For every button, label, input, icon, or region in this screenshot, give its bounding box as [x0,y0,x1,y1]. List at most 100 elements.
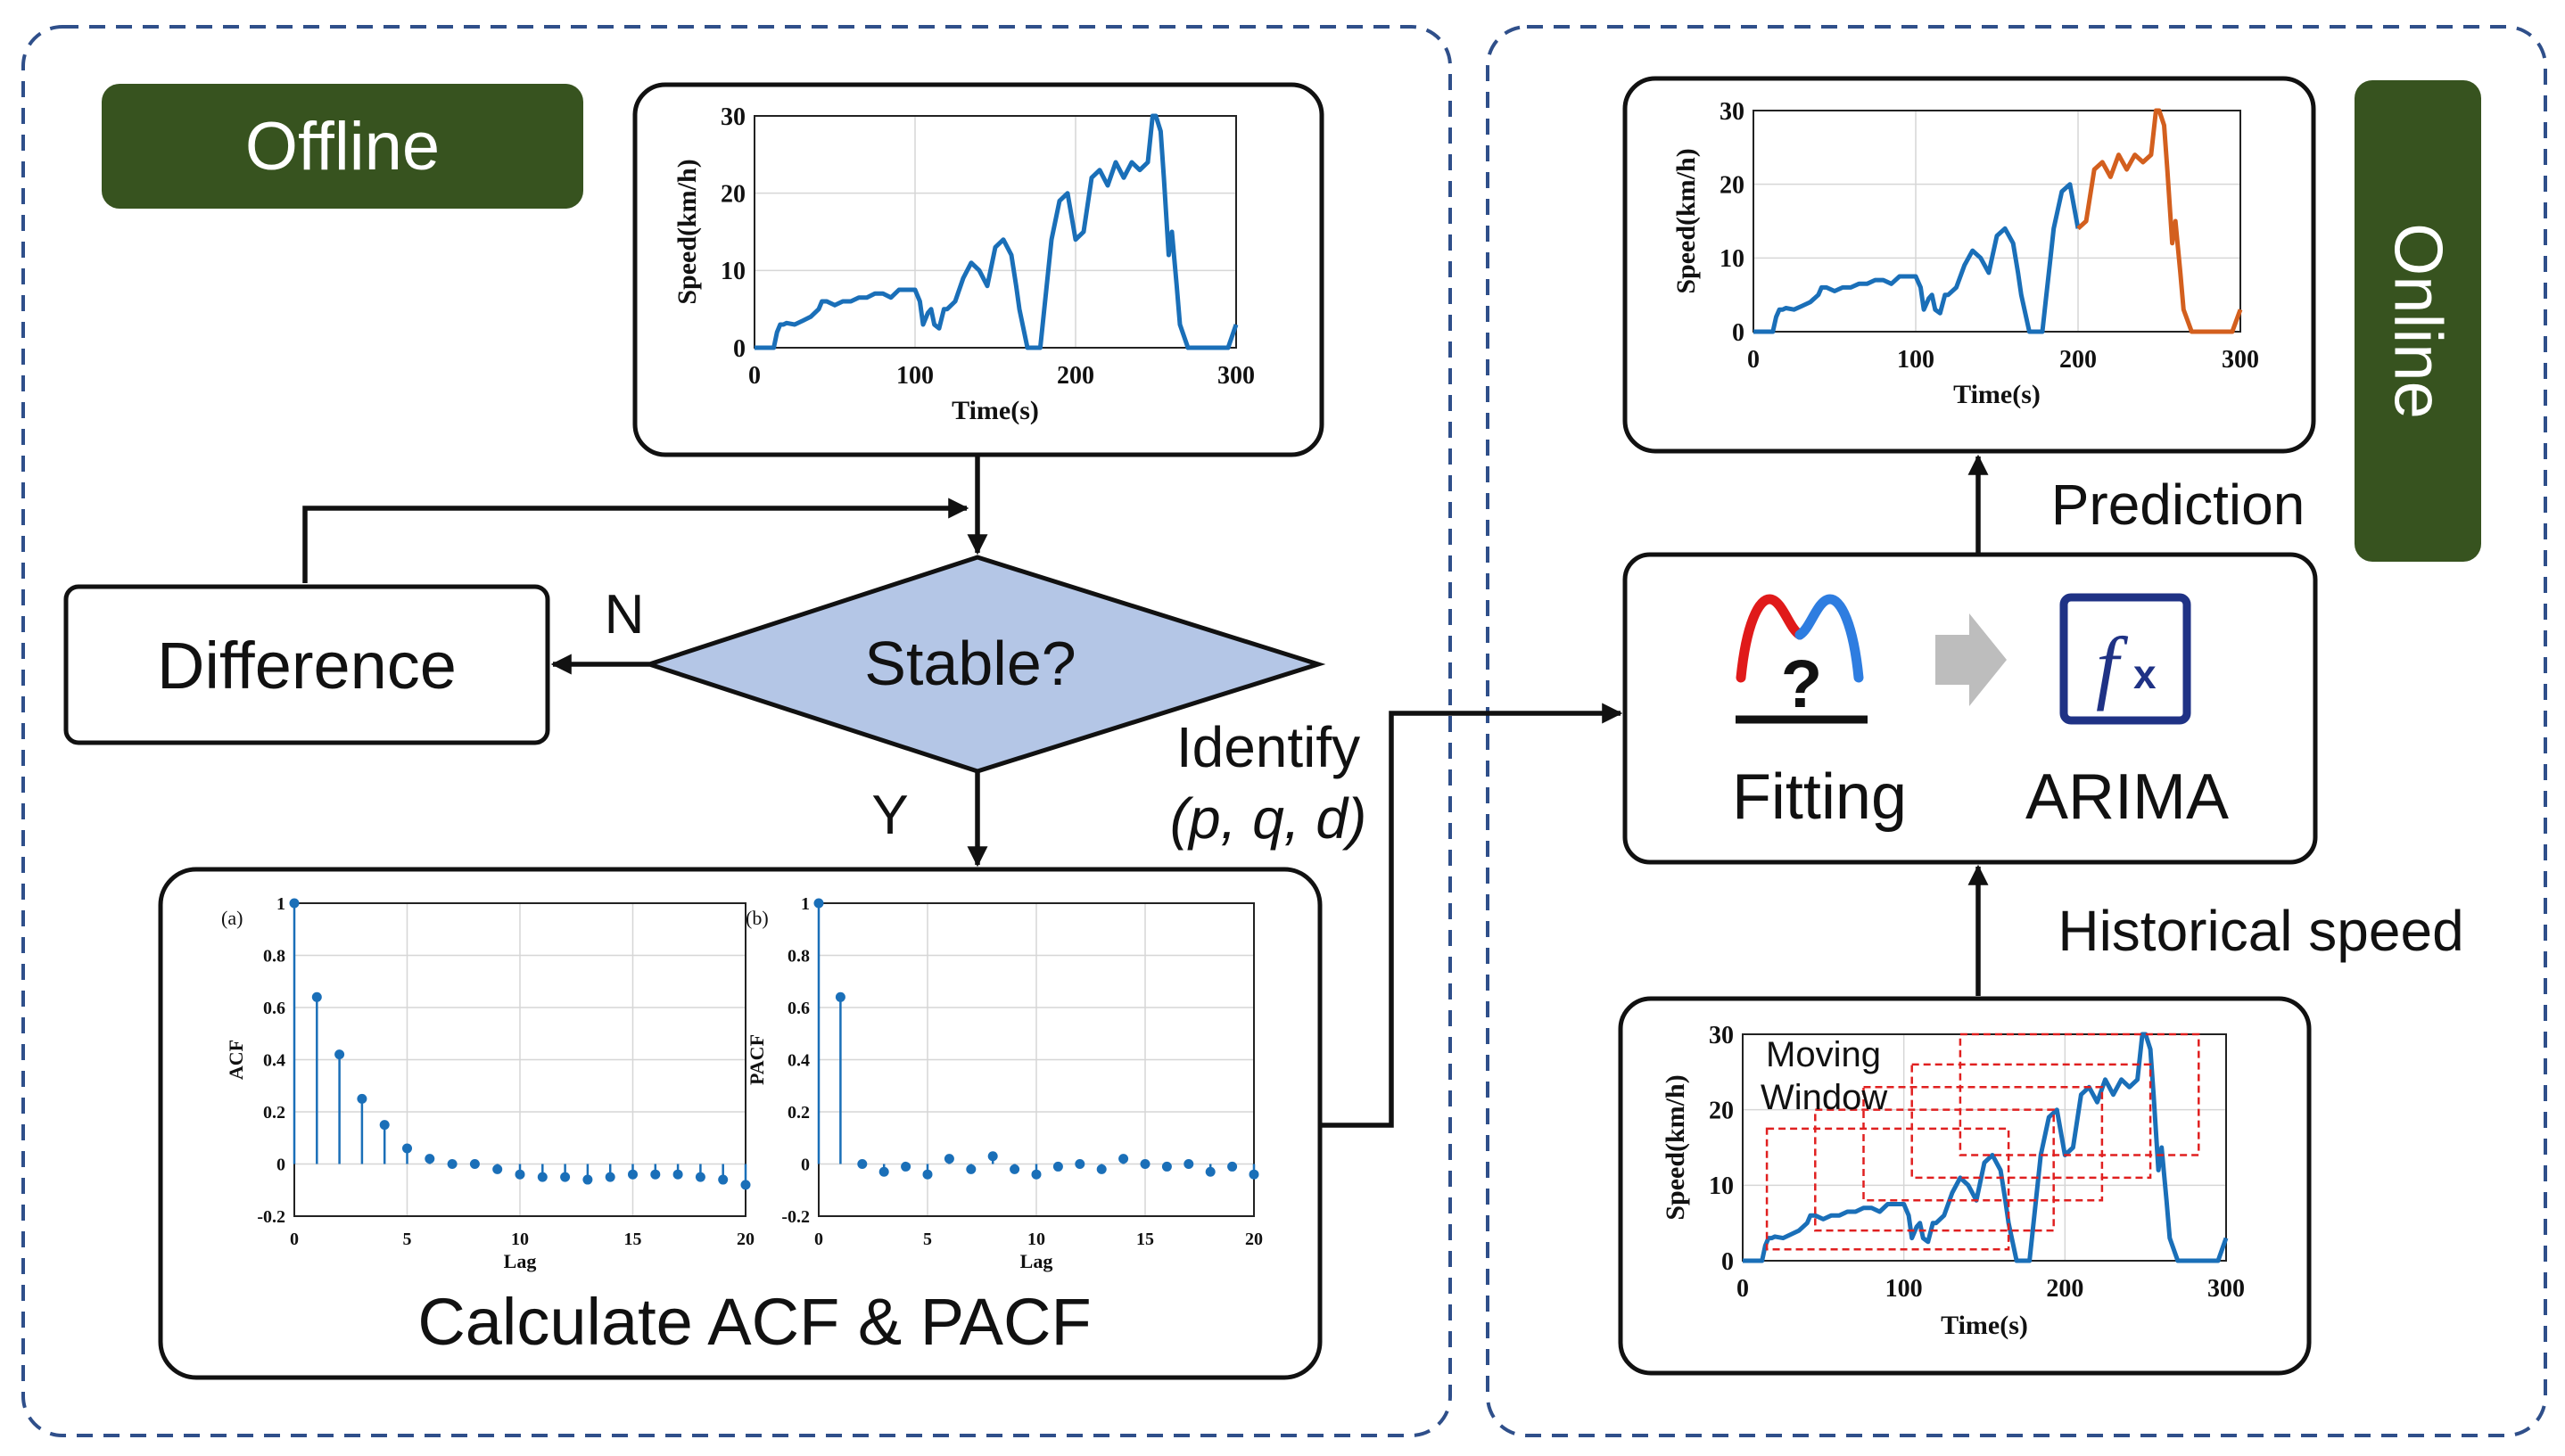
difference-box [63,584,550,745]
offline-label: Offline [245,109,440,185]
x-tick-label: 5 [403,1230,412,1249]
x-tick-label: 10 [511,1230,529,1249]
moving-window-rect [1862,1086,2104,1202]
online-panel [1486,25,2547,1437]
predicted-series-line [2076,108,2243,334]
y-axis-label: Speed(km/h) [1661,1074,1690,1220]
y-tick-label: 0.2 [263,1103,285,1123]
y-tick-label: 0 [1732,319,1744,347]
x-tick-label: 100 [1897,346,1934,374]
x-tick-label: 10 [1027,1230,1045,1249]
y-tick-label: -0.2 [257,1207,285,1227]
x-tick-label: 300 [2207,1275,2245,1303]
stem-point [1031,1169,1042,1180]
stem-point [835,991,845,1002]
stem-point [469,1159,480,1169]
x-tick-label: 100 [896,362,934,390]
identify-label: Identify [1176,715,1360,779]
stem-point [1249,1169,1259,1180]
stem-point [1096,1164,1107,1174]
stem-point [582,1174,593,1185]
y-axis-label: ACF [225,1040,247,1080]
moving-window-label: Moving [1766,1035,1881,1074]
acf-pacf-box [158,867,1323,1380]
x-tick-label: 5 [923,1230,932,1249]
stem-point [628,1169,638,1180]
stem-point [966,1164,977,1174]
x-tick-label: 300 [2222,346,2259,374]
stem-point [1075,1159,1085,1169]
arima-label: ARIMA [2025,761,2229,833]
y-tick-label: 30 [1720,98,1744,126]
moving-window-rect [1910,1063,2152,1180]
moving-window-label: Window [1761,1078,1887,1117]
y-tick-label: 0 [801,1156,810,1175]
y-tick-label: 0 [733,335,746,363]
y-tick-label: 30 [721,103,746,131]
stem-point [379,1120,390,1131]
fitting-label: Fitting [1732,761,1907,833]
x-tick-label: 0 [814,1230,823,1249]
historical-label: Historical speed [2058,899,2463,963]
online-badge [2355,80,2481,562]
stem-point [740,1180,751,1190]
y-tick-label: 0.6 [788,999,810,1018]
svg-text:?: ? [1781,646,1822,722]
y-tick-label: 10 [1720,245,1744,273]
x-tick-label: 15 [1136,1230,1154,1249]
y-tick-label: 10 [1709,1172,1734,1200]
stem-point [857,1159,868,1169]
stem-point [987,1151,998,1162]
stem-point [515,1169,525,1180]
historical-series-line [1753,182,2081,334]
identify-params: (p, q, d) [1170,786,1367,851]
x-axis-label: Lag [1020,1250,1053,1272]
prediction-label: Prediction [2051,473,2305,537]
prediction-chart-box [1622,76,2316,454]
moving-window-rect [1765,1127,2010,1251]
stem-point [334,1049,345,1060]
stem-point [402,1143,412,1154]
y-tick-label: 0 [276,1156,285,1175]
stem-point [944,1154,954,1164]
x-tick-label: 300 [1217,362,1255,390]
stem-point [1184,1159,1194,1169]
distribution-fitting-icon: ? [1736,594,1868,724]
y-tick-label: 0.4 [788,1051,810,1071]
y-axis-label: Speed(km/h) [672,159,702,304]
x-tick-label: 200 [2046,1275,2083,1303]
offline-badge [102,84,583,209]
stable-label: Stable? [864,629,1076,698]
y-tick-label: 30 [1709,1022,1734,1049]
stem-point [672,1169,683,1180]
x-axis-label: Lag [504,1250,537,1272]
stem-point [492,1164,503,1174]
y-tick-label: 0.8 [263,947,285,967]
calculate-label: Calculate ACF & PACF [417,1285,1091,1359]
x-tick-label: 0 [290,1230,299,1249]
plot-frame [754,115,1237,349]
gray-arrow-icon [1935,613,2007,706]
arrow-difference-loop [302,498,969,583]
y-tick-label: 0.2 [788,1103,810,1123]
y-tick-label: 20 [1709,1097,1734,1124]
x-tick-label: 20 [737,1230,755,1249]
y-tick-label: 0.6 [263,999,285,1018]
x-tick-label: 200 [2059,346,2097,374]
x-tick-label: 0 [1736,1275,1749,1303]
y-tick-label: 0.8 [788,947,810,967]
y-axis-label: Speed(km/h) [1671,148,1701,293]
stem-point [447,1159,458,1169]
stem-point [311,991,322,1002]
stem-point [289,898,300,909]
stem-point [1140,1159,1151,1169]
stem-point [695,1172,705,1182]
arrow-identify-to-fitting [1322,703,1623,1128]
x-axis-label: Time(s) [952,396,1039,425]
online-label: Online [2380,223,2456,419]
svg-text:x: x [2133,651,2157,697]
